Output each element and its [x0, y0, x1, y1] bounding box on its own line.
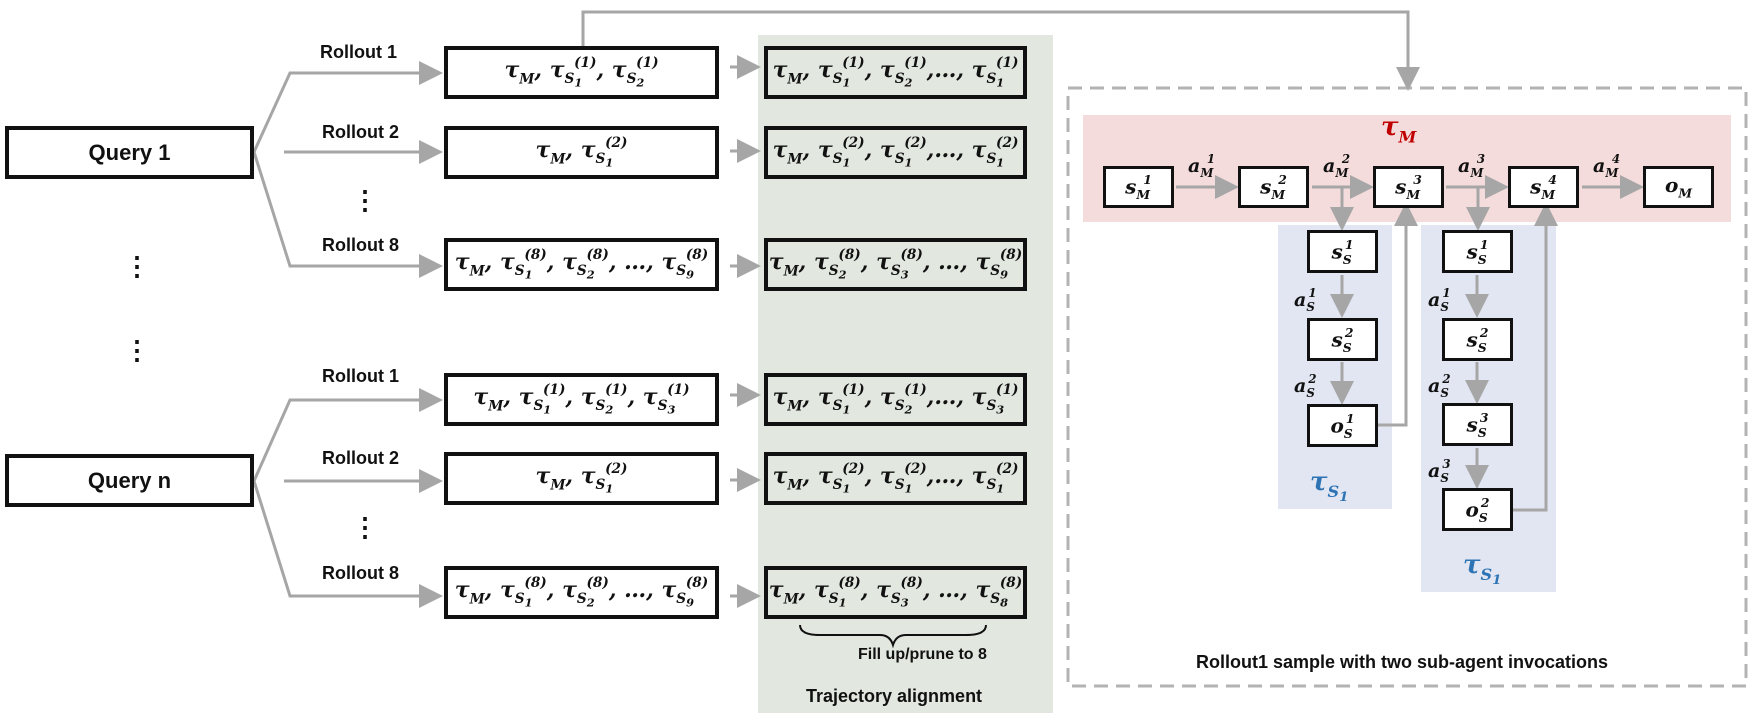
main-state-2: sM2 [1238, 166, 1309, 208]
rollout-label: Rollout 2 [322, 122, 399, 142]
main-state-4: sM4 [1508, 166, 1579, 208]
query-1-box: Query 1 [5, 126, 254, 179]
aligned-trajectory-box: τM, τS1(1), τS2(1),…, τS3(1) [764, 373, 1027, 426]
main-action-1: aM1 [1188, 152, 1216, 181]
rollout-trajectory-box: τM, τS1(1), τS2(1) [444, 46, 719, 99]
tau-s1-label: τS1 [1310, 467, 1349, 506]
aligned-trajectory-box: τM, τS1(2), τS1(2),…, τS1(2) [764, 452, 1027, 505]
main-state-3: sM3 [1373, 166, 1444, 208]
sub2-state-3: sS3 [1442, 403, 1513, 446]
sub2-output: oS2 [1442, 488, 1513, 531]
rollout-label: Rollout 2 [322, 448, 399, 468]
sub1-action-2: aS2 [1294, 372, 1317, 401]
tau-m-label: τM [1381, 112, 1417, 147]
aligned-trajectory-box: τM, τS1(1), τS2(1),…, τS1(1) [764, 46, 1027, 99]
fill-note: Fill up/prune to 8 [858, 646, 987, 663]
main-action-3: aM3 [1458, 152, 1486, 181]
vertical-dots: ⋮ [352, 512, 378, 542]
vertical-dots: ⋮ [124, 335, 150, 365]
main-output: oM [1643, 166, 1714, 208]
sub1-action-1: aS1 [1294, 286, 1317, 315]
tau-s1-label: τS1 [1463, 550, 1502, 589]
sub2-state-2: sS2 [1442, 318, 1513, 361]
aligned-trajectory-box: τM, τS1(2), τS1(2),…, τS1(2) [764, 126, 1027, 179]
vertical-dots: ⋮ [124, 251, 150, 281]
query-1-label: Query 1 [88, 139, 171, 165]
sub2-state-1: sS1 [1442, 230, 1513, 273]
rollout-trajectory-box: τM, τS1(8), τS2(8), …, τS9(8) [444, 566, 719, 619]
sub2-action-2: aS2 [1428, 372, 1451, 401]
sample-caption: Rollout1 sample with two sub-agent invoc… [1196, 652, 1609, 672]
main-action-4: aM4 [1593, 152, 1621, 181]
vertical-dots: ⋮ [352, 185, 378, 215]
aligned-trajectory-box: τM, τS2(8), τS3(8), …, τS9(8) [764, 238, 1027, 291]
sub2-action-1: aS1 [1428, 286, 1451, 315]
main-action-2: aM2 [1323, 152, 1351, 181]
query-n-box: Query n [5, 454, 254, 507]
main-state-1: sM1 [1103, 166, 1174, 208]
rollout-trajectory-box: τM, τS1(8), τS2(8), …, τS9(8) [444, 238, 719, 291]
rollout-label: Rollout 1 [320, 42, 397, 62]
rollout-label: Rollout 1 [322, 366, 399, 386]
sub2-action-3: aS3 [1428, 457, 1451, 486]
rollout-label: Rollout 8 [322, 235, 399, 255]
rollout-label: Rollout 8 [322, 563, 399, 583]
alignment-caption: Trajectory alignment [806, 686, 983, 706]
sub1-output: oS1 [1307, 404, 1378, 447]
aligned-trajectory-box: τM, τS1(8), τS3(8), …, τS8(8) [764, 566, 1027, 619]
rollout-trajectory-box: τM, τS1(1), τS2(1), τS3(1) [444, 373, 719, 426]
rollout-trajectory-box: τM, τS1(2) [444, 126, 719, 179]
rollout-trajectory-box: τM, τS1(2) [444, 452, 719, 505]
sub1-state-1: sS1 [1307, 230, 1378, 273]
sub1-state-2: sS2 [1307, 318, 1378, 361]
fill-brace [799, 624, 987, 649]
query-n-label: Query n [87, 467, 172, 493]
